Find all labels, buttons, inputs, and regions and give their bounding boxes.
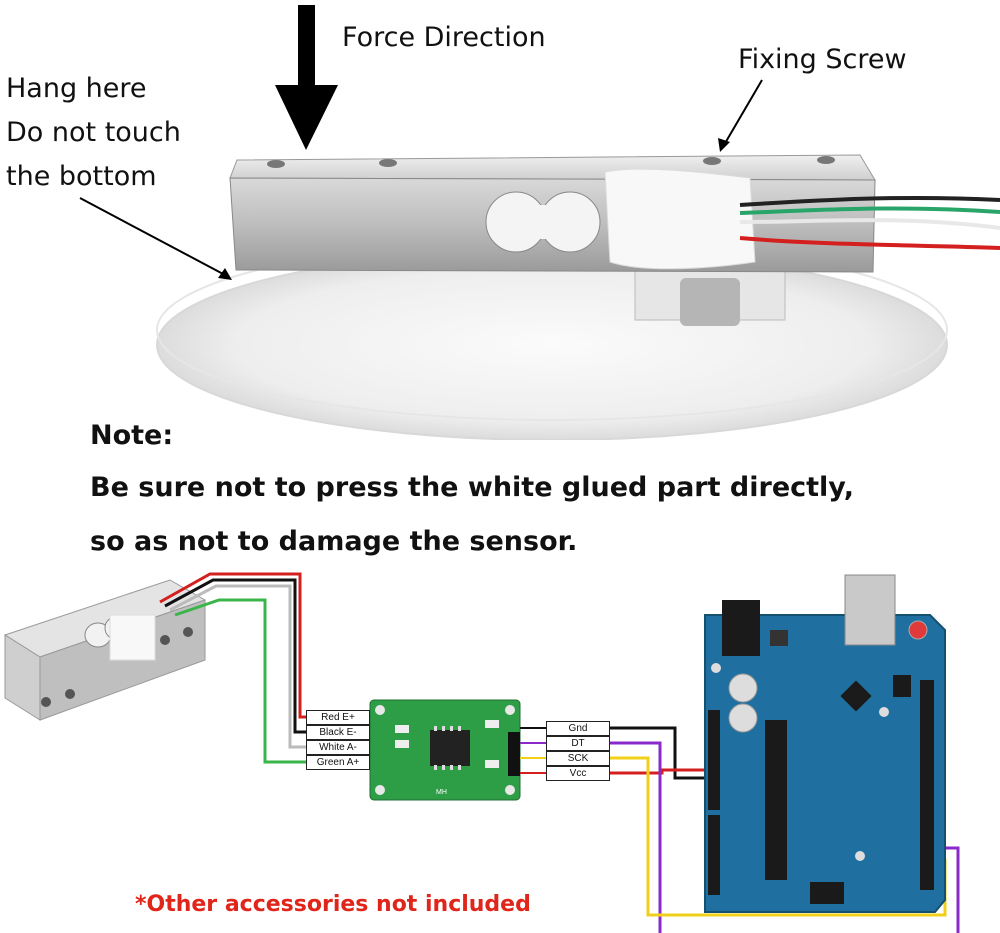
disclaimer-text: *Other accessories not included — [135, 892, 531, 917]
hang-here-line-1: Hang here — [6, 73, 147, 104]
pin-label-dt: DT — [546, 736, 610, 751]
arduino-board — [704, 614, 946, 913]
wire-label-white: White A- — [306, 740, 370, 755]
pin-label-vcc: Vcc — [546, 766, 610, 781]
fixing-screw-label: Fixing Screw — [738, 44, 907, 75]
wire-label-red: Red E+ — [306, 710, 370, 725]
mount-hole — [817, 156, 835, 164]
acrylic-base-plate — [156, 249, 948, 440]
note-line-2: so as not to damage the sensor. — [90, 526, 578, 557]
load-cell-photo — [79, 5, 1000, 440]
force-arrow-head — [275, 85, 338, 150]
note-heading: Note: — [90, 420, 174, 451]
mount-hole — [703, 157, 721, 165]
wire-vcc — [608, 768, 720, 775]
mount-hole — [379, 159, 397, 167]
wire-label-green: Green A+ — [306, 755, 370, 770]
wire-label-black: Black E- — [306, 725, 370, 740]
white-glue — [604, 168, 756, 270]
hang-here-line-3: the bottom — [6, 161, 157, 192]
wire-red — [159, 572, 308, 719]
wire-dt — [608, 741, 960, 933]
svg-text:MH: MH — [436, 789, 447, 796]
hang-here-pointer — [79, 197, 226, 276]
note-line-1: Be sure not to press the white glued par… — [90, 472, 855, 503]
wire-gnd — [608, 726, 720, 780]
pin-label-gnd: Gnd — [546, 721, 610, 736]
wiring-diagram: MH — [3, 572, 960, 933]
pin-label-sck: SCK — [546, 751, 610, 766]
force-arrow-shaft — [298, 5, 315, 90]
fixing-screw-pointer — [723, 79, 763, 146]
hang-here-line-2: Do not touch — [6, 117, 181, 148]
mount-hole — [267, 160, 285, 168]
force-direction-label: Force Direction — [342, 22, 546, 53]
